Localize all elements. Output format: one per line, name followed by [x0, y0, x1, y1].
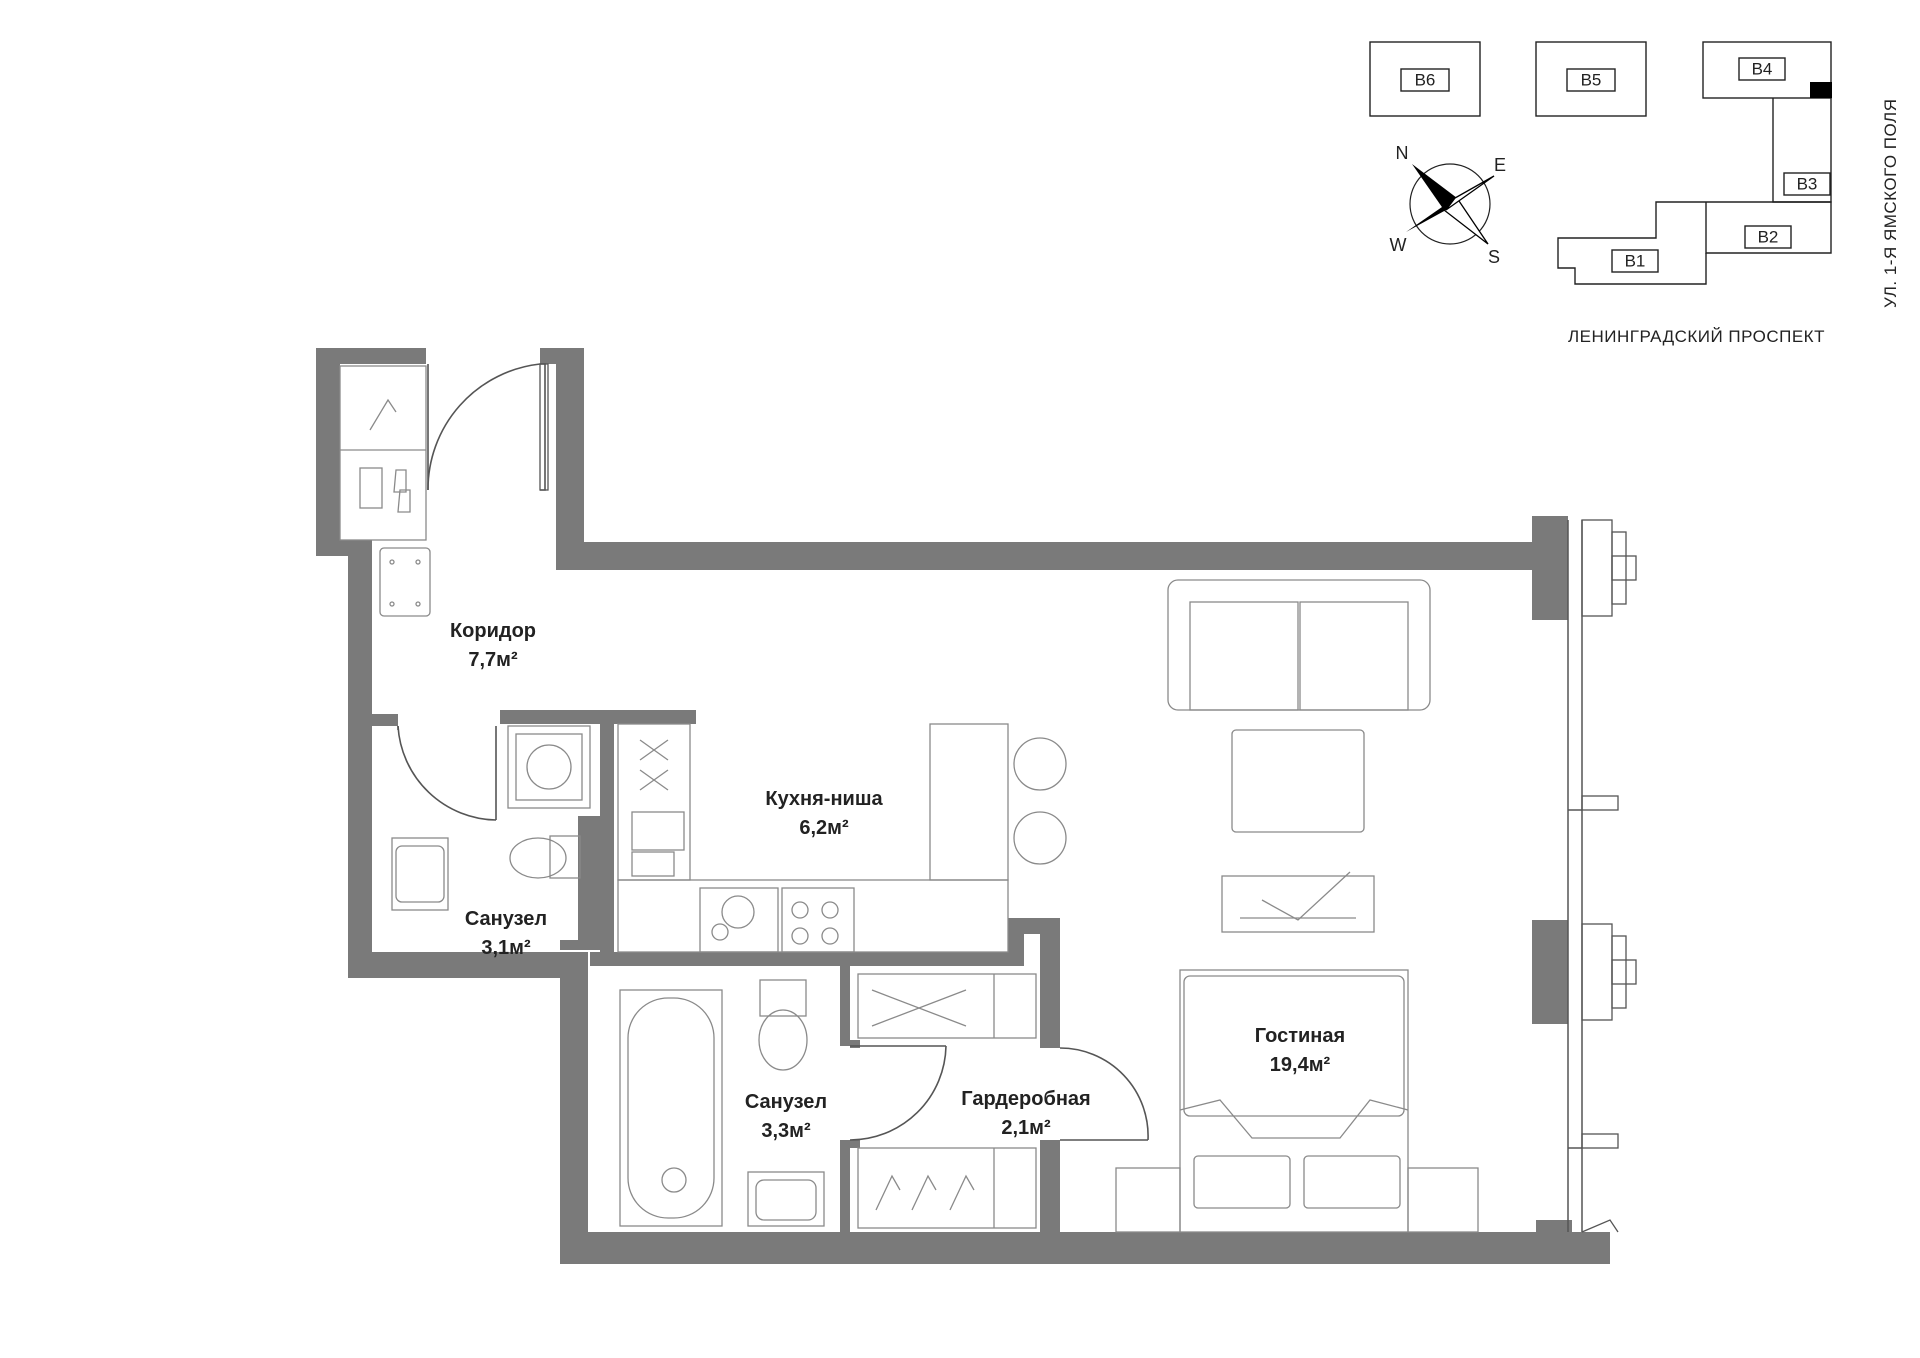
room-kitchen-name: Кухня-ниша — [765, 788, 883, 810]
building-b1 — [1557, 201, 1707, 285]
room-bath2-name: Санузел — [745, 1091, 827, 1113]
compass-w: W — [1390, 235, 1407, 255]
building-b6-label: B6 — [1415, 70, 1436, 89]
compass-s: S — [1488, 247, 1500, 267]
walls — [316, 348, 1610, 1264]
compass-needle-west — [1406, 198, 1455, 232]
compass-needle-north — [1412, 164, 1457, 210]
room-labels: Коридор 7,7м² Кухня-ниша 6,2м² Санузел 3… — [450, 620, 1345, 1142]
apartment-location-marker — [1810, 82, 1832, 98]
building-b4-label: B4 — [1752, 59, 1773, 78]
building-b4 — [1702, 41, 1832, 99]
site-plan: B6 B5 B4 B3 B2 B1 ЛЕНИНГРАДСКИЙ ПРОСПЕКТ… — [1369, 41, 1900, 346]
compass-needle-east — [1445, 175, 1495, 211]
building-b2 — [1705, 201, 1832, 254]
street-bottom-label: ЛЕНИНГРАДСКИЙ ПРОСПЕКТ — [1568, 327, 1825, 346]
building-b5-label: B5 — [1581, 70, 1602, 89]
building-b6 — [1369, 41, 1481, 117]
room-bath1-name: Санузел — [465, 908, 547, 930]
compass-n: N — [1396, 143, 1409, 163]
room-corridor-name: Коридор — [450, 620, 536, 642]
room-kitchen-area: 6,2м² — [799, 817, 849, 839]
room-wardrobe-area: 2,1м² — [1001, 1117, 1051, 1139]
fixtures — [339, 365, 1479, 1233]
room-wardrobe-name: Гардеробная — [961, 1088, 1090, 1110]
windows — [1567, 519, 1637, 1233]
room-corridor-area: 7,7м² — [468, 649, 518, 671]
building-b5 — [1535, 41, 1647, 117]
compass: N E S W — [1390, 143, 1507, 267]
room-living-name: Гостиная — [1255, 1025, 1345, 1047]
street-right-label: УЛ. 1-Я ЯМСКОГО ПОЛЯ — [1881, 99, 1900, 308]
room-bath1-area: 3,1м² — [481, 937, 531, 959]
room-bath2-area: 3,3м² — [761, 1120, 811, 1142]
doors — [397, 363, 1149, 1141]
building-b1-label: B1 — [1625, 251, 1646, 270]
room-living-area: 19,4м² — [1270, 1054, 1331, 1076]
building-b3-label: B3 — [1797, 174, 1818, 193]
compass-e: E — [1494, 155, 1506, 175]
building-b2-label: B2 — [1758, 227, 1779, 246]
